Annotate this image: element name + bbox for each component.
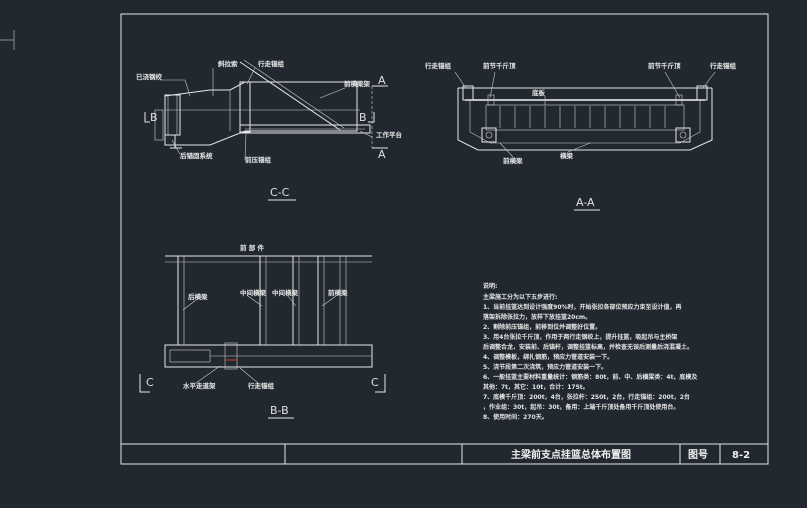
cc-marker-a-top: A: [378, 74, 386, 87]
note-line: 2、割除前压锚组，前移到位并调整好位置。: [483, 323, 601, 331]
note-line: 落架拆除张拉力，放样下放挂篮20cm。: [483, 313, 591, 321]
note-line: 其他：7t，其它：10t，合计：175t。: [483, 383, 589, 391]
aa-label-cross-beam: 横梁: [560, 151, 574, 160]
note-line: 后调整合龙，安装前、后锚杆，调整挂篮标高，并检查无误后测量后浇混凝土。: [483, 343, 693, 351]
section-title-bb: B-B: [270, 404, 289, 417]
bb-marker-c-left: C: [146, 376, 154, 389]
bb-label-middle-beam: 中间横梁: [240, 288, 267, 297]
notes-heading: 说明:: [483, 282, 497, 290]
note-line: 8、使用时间：270天。: [483, 413, 548, 421]
cc-marker-b-right: B: [359, 111, 367, 124]
bb-label-rear-beam: 后横梁: [188, 292, 208, 301]
cc-label-walk-anchor: 行走锚组: [257, 59, 285, 68]
notes-block: 说明: 主梁施工分为以下五步进行: 1、当前挂篮达到设计强度90%时，开始张拉各…: [483, 282, 697, 421]
cc-label-press-anchor: 前压锚组: [245, 155, 272, 164]
note-line: 6、一般挂篮主要材料重量统计：钢筋类：80t，前、中、后横梁类：4t，底模及: [483, 373, 697, 381]
note-line: ，作业组：30t，起吊：30t，备用：上端千斤顶处备用千斤顶处使用台。: [483, 403, 679, 411]
bb-label-front-beam: 前横梁: [328, 288, 348, 297]
section-bb-view: C C 前 部 件 后横梁 中间横梁 中间横梁 前横梁 水平走道架 行走锚组 B…: [139, 243, 386, 419]
cc-label-inclined-rod: 斜拉索: [217, 59, 238, 68]
bb-label-walk-anchor: 行走锚组: [247, 381, 275, 390]
aa-label-jack-right: 前节千斤顶: [648, 61, 681, 70]
aa-label-front-beam: 前横梁: [503, 156, 523, 165]
section-aa-view: 行走锚组 前节千斤顶 前节千斤顶 行走锚组 底板 前横梁 横梁 A-A: [424, 61, 737, 211]
cc-marker-a-bottom: A: [378, 148, 386, 161]
note-line: 主梁施工分为以下五步进行:: [483, 293, 557, 301]
section-cc-view: B B A A 已浇钢绞 斜拉索 行走锚组 前横梁架 工作平台 后锚固系统 前压…: [136, 59, 403, 201]
bb-label-top-name: 前 部 件: [240, 243, 265, 252]
aa-label-walk-anchor-right: 行走锚组: [709, 61, 737, 70]
drawing-number-label: 图号: [688, 449, 708, 461]
note-line: 5、浇节段第二次浇筑，预应力管道安装一下。: [483, 363, 607, 371]
note-line: 1、当前挂篮达到设计强度90%时，开始张拉各部位预应力束至设计值，再: [483, 303, 682, 311]
note-line: 7、底模千斤顶：200t，4台，张拉杆：250t，2台，行走锚组：200t，2台: [483, 393, 690, 401]
cc-label-work-platform: 工作平台: [376, 130, 403, 139]
cc-marker-b-left: B: [150, 111, 158, 124]
aa-label-bottom-plate: 底板: [532, 88, 546, 97]
section-title-aa: A-A: [576, 196, 595, 209]
note-line: 3、用4台张拉千斤顶，作用于两行走钢绞上，提升挂篮，吸起吊与主桥架: [483, 333, 677, 341]
cc-label-rear-anchor: 后锚固系统: [180, 151, 213, 160]
drawing-number: 8-2: [732, 450, 750, 461]
bb-label-water-platform: 水平走道架: [183, 381, 216, 390]
drawing-title: 主梁前支点挂篮总体布置图: [511, 448, 631, 461]
note-line: 4、调整模板，绑扎钢筋，预应力管道安装一下。: [483, 353, 613, 361]
aa-label-jack-left: 前节千斤顶: [483, 61, 516, 70]
bb-label-middle-beam-2: 中间横梁: [272, 288, 299, 297]
drawing-frame: [120, 13, 769, 465]
cc-label-cast-strand: 已浇钢绞: [136, 72, 163, 81]
cc-label-front-beam: 前横梁架: [344, 79, 371, 88]
section-title-cc: C-C: [270, 186, 290, 199]
bb-marker-c-right: C: [371, 376, 379, 389]
aa-label-walk-anchor-left: 行走锚组: [424, 61, 452, 70]
